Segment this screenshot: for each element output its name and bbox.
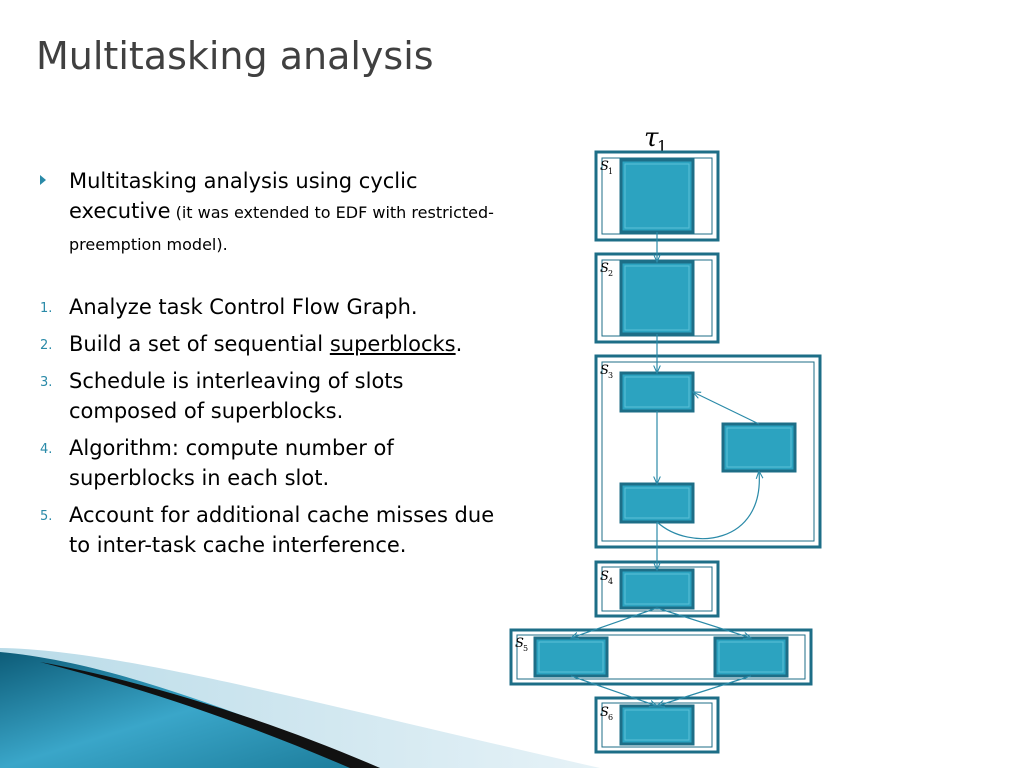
- basic-block-s3-bottom: [619, 482, 695, 524]
- step-text: Algorithm: compute number of superblocks…: [69, 436, 394, 490]
- edge-s3-bottom-right: [656, 471, 759, 540]
- superblock-label-sub-s1: 1: [608, 167, 613, 176]
- intro-main-text: Multitasking analysis using cyclic execu…: [69, 169, 418, 223]
- step-text: Analyze task Control Flow Graph.: [69, 295, 418, 319]
- basic-block-s3-top: [619, 371, 695, 413]
- slide-title: Multitasking analysis: [36, 34, 434, 78]
- intro-bullet: Multitasking analysis using cyclic execu…: [40, 166, 510, 260]
- edge-s4-s5-left: [571, 607, 658, 638]
- step-text: Account for additional cache misses due …: [69, 503, 495, 557]
- step-list: 1. Analyze task Control Flow Graph. 2. B…: [40, 292, 510, 567]
- task-label: τ: [644, 123, 659, 153]
- edge-s5-right-s6: [657, 675, 752, 706]
- step-text-pre: Build a set of sequential: [69, 332, 330, 356]
- superblock-label-sub-s6: 6: [608, 713, 613, 722]
- step-number: 5.: [40, 509, 53, 524]
- intro-text: Multitasking analysis using cyclic execu…: [69, 166, 510, 260]
- superblock-label-sub-s3: 3: [608, 371, 613, 380]
- superblock-frame-s5: [509, 628, 813, 686]
- step-item-3: 3. Schedule is interleaving of slots com…: [40, 366, 510, 426]
- superblocks-link[interactable]: superblocks: [329, 332, 456, 356]
- superblock-label-s3: S: [600, 363, 609, 378]
- step-number: 4.: [40, 442, 53, 457]
- superblock-label-sub-s2: 2: [608, 269, 613, 278]
- superblock-label-s5: S: [515, 636, 524, 651]
- step-text-post: .: [455, 332, 463, 356]
- edge-s3-right-top: [693, 392, 760, 425]
- superblock-label-sub-s4: 4: [608, 577, 613, 586]
- superblock-label-s6: S: [600, 705, 609, 720]
- step-number: 2.: [40, 338, 53, 353]
- superblock-label-s1: S: [600, 159, 609, 174]
- step-number: 3.: [40, 375, 53, 390]
- superblock-label-s4: S: [600, 569, 609, 584]
- step-item-5: 5. Account for additional cache misses d…: [40, 500, 510, 560]
- task-label-sub: 1: [657, 137, 667, 156]
- basic-block-s5-right: [713, 636, 789, 678]
- basic-block-s2: [619, 260, 695, 336]
- basic-block-s1: [619, 158, 695, 234]
- superblock-label-sub-s5: 5: [523, 644, 528, 653]
- basic-block-s5-left: [533, 636, 609, 678]
- edge-s5-left-s6: [570, 675, 657, 706]
- superblock-label-s2: S: [600, 261, 609, 276]
- step-item-4: 4. Algorithm: compute number of superblo…: [40, 433, 510, 493]
- edge-s4-s5-right: [656, 607, 751, 638]
- basic-block-s6: [619, 704, 695, 746]
- step-text: Schedule is interleaving of slots compos…: [69, 369, 404, 423]
- intro-note-text: (it was extended to EDF with restricted-…: [69, 203, 494, 254]
- triangle-bullet-icon: [40, 175, 46, 185]
- superblock-frame-s3: [594, 354, 822, 549]
- step-item-1: 1. Analyze task Control Flow Graph.: [40, 292, 510, 322]
- step-number: 1.: [40, 301, 53, 316]
- basic-block-s3-right: [721, 422, 797, 473]
- step-item-2: 2. Build a set of sequential superblocks…: [40, 329, 510, 359]
- basic-block-s4: [619, 568, 695, 610]
